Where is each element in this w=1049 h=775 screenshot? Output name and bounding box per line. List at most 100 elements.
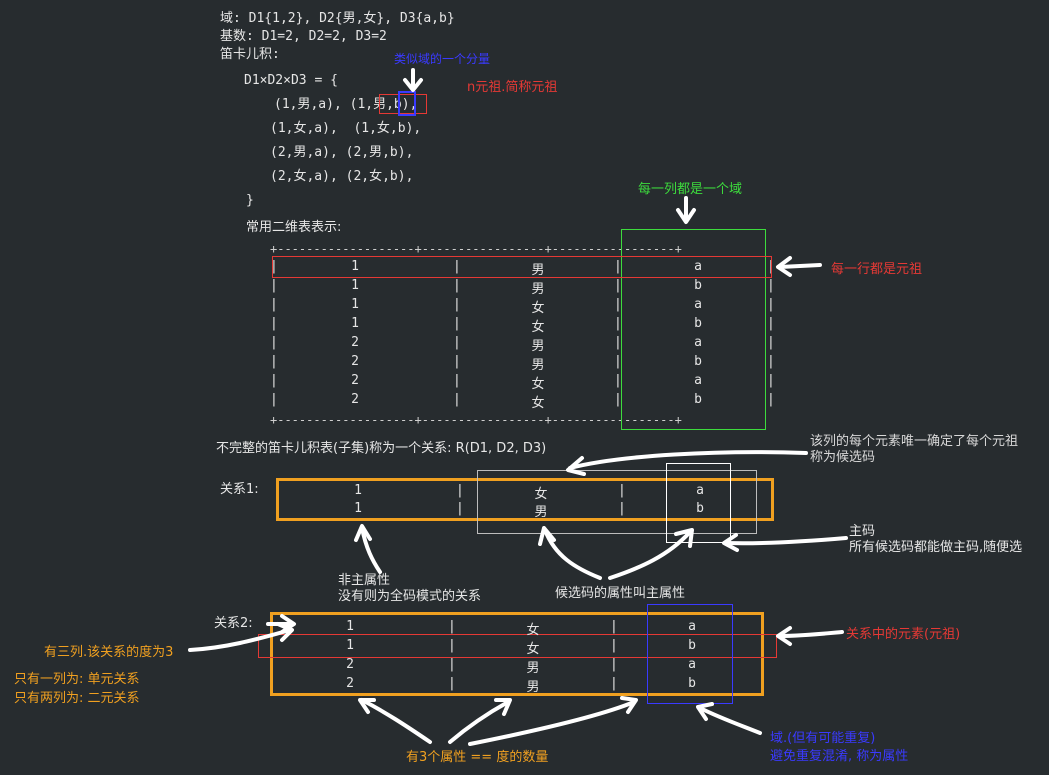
table-cell: 男 xyxy=(531,339,545,354)
column-separator: | xyxy=(270,354,278,369)
table-cell: 女 xyxy=(531,320,545,335)
arrow-icon xyxy=(674,528,694,548)
column-separator: | xyxy=(610,657,618,672)
column-separator: | xyxy=(456,483,464,498)
arrow-icon xyxy=(403,78,423,92)
arrow-icon xyxy=(698,706,762,735)
arrow-icon xyxy=(360,698,432,744)
arrow-icon xyxy=(620,696,638,714)
arrow-icon xyxy=(778,630,844,638)
component-annotation: 类似域的一个分量 xyxy=(394,52,491,66)
table-cell: 男 xyxy=(531,263,545,278)
column-separator: | xyxy=(614,259,622,274)
table-cell: 男 xyxy=(526,680,540,695)
table-cell: a xyxy=(696,483,704,498)
non-prime-annotation: 非主属性 没有则为全码模式的关系 xyxy=(338,573,482,604)
column-separator: | xyxy=(767,316,775,331)
ntuple-annotation: n元祖.简称元祖 xyxy=(467,80,558,95)
arrow-icon xyxy=(723,536,848,546)
element-tuple-box xyxy=(258,634,777,658)
table-cell: b xyxy=(688,638,696,653)
domain-definition: 域: D1{1,2}, D2{男,女}, D3{a,b} xyxy=(220,11,455,26)
column-separator: | xyxy=(448,676,456,691)
column-separator: | xyxy=(618,483,626,498)
column-separator: | xyxy=(453,278,461,293)
column-separator: | xyxy=(767,354,775,369)
product-row: (2,女,a), (2,女,b), xyxy=(270,169,414,184)
column-separator: | xyxy=(453,392,461,407)
domain-note-annotation: 域.(但有可能重复) 避免重复混淆, 称为属性 xyxy=(770,731,909,764)
prime-attr-annotation: 候选码的属性叫主属性 xyxy=(555,586,686,601)
column-separator: | xyxy=(767,373,775,388)
table-cell: 男 xyxy=(534,505,548,520)
table-cell: b xyxy=(694,316,702,331)
table-bottom-border: +-------------------+-----------------+-… xyxy=(270,413,682,427)
three-cols-annotation: 有三列.该关系的度为3 xyxy=(44,645,174,660)
column-separator: | xyxy=(448,638,456,653)
table-cell: 2 xyxy=(351,335,359,350)
table-cell: a xyxy=(688,619,696,634)
binary-annotation: 只有两列为: 二元关系 xyxy=(14,691,140,706)
table-cell: 1 xyxy=(351,259,359,274)
table-cell: 1 xyxy=(351,278,359,293)
column-separator: | xyxy=(614,392,622,407)
table-cell: b xyxy=(694,392,702,407)
table-cell: 1 xyxy=(346,638,354,653)
column-separator: | xyxy=(767,259,775,274)
product-row: (1,男,a), (1,男,b), xyxy=(274,97,418,112)
arrow-icon xyxy=(448,700,510,744)
each-row-annotation: 每一行都是元祖 xyxy=(831,262,923,277)
arrow-icon xyxy=(538,526,556,546)
column-separator: | xyxy=(614,373,622,388)
arrow-icon xyxy=(494,698,512,716)
arrow-icon xyxy=(188,628,292,652)
table-cell: b xyxy=(696,501,704,516)
arrow-icon xyxy=(722,533,739,552)
arrow-icon xyxy=(360,526,382,574)
column-separator: | xyxy=(453,335,461,350)
arrow-icon xyxy=(776,256,792,277)
table-cell: 1 xyxy=(351,297,359,312)
relation2-label: 关系2: xyxy=(214,616,253,631)
tuple-highlight-box xyxy=(379,94,427,114)
column-separator: | xyxy=(614,354,622,369)
table-cell: 2 xyxy=(346,657,354,672)
column-separator: | xyxy=(610,676,618,691)
relation1-box xyxy=(276,478,774,521)
column-separator: | xyxy=(453,373,461,388)
each-column-annotation: 每一列都是一个域 xyxy=(638,182,743,197)
arrow-icon xyxy=(543,528,602,580)
attribute-column-box xyxy=(647,604,733,704)
product-close: } xyxy=(246,193,254,208)
column-separator: | xyxy=(270,259,278,274)
column-separator: | xyxy=(614,297,622,312)
arrow-icon xyxy=(358,698,376,714)
table-cell: 1 xyxy=(354,483,362,498)
relation2-box xyxy=(270,612,764,696)
arrow-icon xyxy=(568,450,808,470)
table-cell: 2 xyxy=(351,373,359,388)
arrow-icon xyxy=(696,702,714,721)
column-separator: | xyxy=(767,297,775,312)
table-cell: b xyxy=(688,676,696,691)
arrow-icon xyxy=(276,622,294,642)
row-tuple-box xyxy=(272,256,772,278)
column-separator: | xyxy=(453,354,461,369)
product-head: D1×D2×D3 = { xyxy=(244,73,338,88)
column-separator: | xyxy=(610,638,618,653)
table-cell: 女 xyxy=(531,301,545,316)
column-separator: | xyxy=(270,392,278,407)
unary-annotation: 只有一列为: 单元关系 xyxy=(14,672,140,687)
table-cell: b xyxy=(694,354,702,369)
arrow-icon xyxy=(676,208,696,224)
arrow-icon xyxy=(608,530,692,580)
table-cell: 2 xyxy=(346,676,354,691)
column-separator: | xyxy=(614,316,622,331)
column-separator: | xyxy=(610,619,618,634)
arrow-icon xyxy=(354,524,372,542)
column-separator: | xyxy=(456,501,464,516)
table-top-border: +-------------------+-----------------+-… xyxy=(270,242,682,256)
table-cell: 女 xyxy=(531,377,545,392)
column-separator: | xyxy=(270,373,278,388)
